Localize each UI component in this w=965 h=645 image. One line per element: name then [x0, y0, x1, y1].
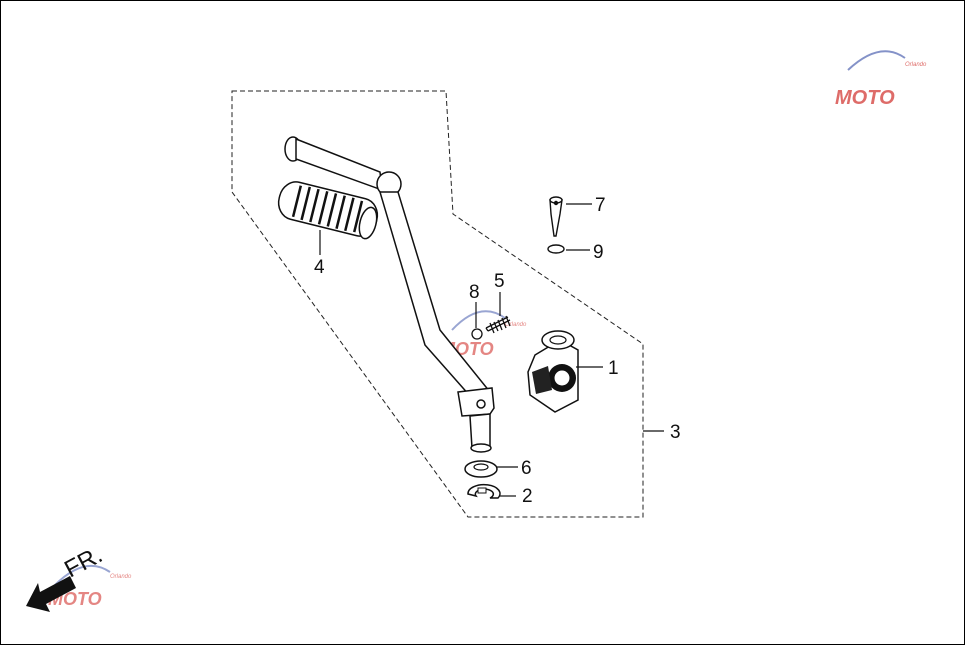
direction-label: FR. [60, 541, 107, 583]
callout-1: 1 [608, 358, 619, 379]
callout-3: 3 [670, 422, 681, 443]
washer-part-9 [547, 244, 565, 254]
callout-4: 4 [314, 257, 325, 278]
watermark-subtext: Orlando [505, 322, 527, 328]
kick-rubber-grip [277, 181, 379, 240]
callout-2: 2 [522, 486, 533, 507]
spring-part-5 [485, 315, 511, 334]
leader-lines [319, 203, 664, 497]
watermark-text: MOTO [835, 87, 895, 109]
callout-9: 9 [593, 242, 604, 263]
callout-8: 8 [469, 282, 480, 303]
watermark-subtext: Orlando [905, 62, 927, 68]
bolt-part-7 [549, 196, 563, 237]
washer-part-6 [464, 460, 498, 478]
callout-5: 5 [494, 271, 505, 292]
callout-7: 7 [595, 195, 606, 216]
kick-lever-arm [284, 136, 495, 453]
assembly-boundary [231, 90, 644, 518]
kick-boss-part-1 [527, 330, 579, 413]
callout-6: 6 [521, 458, 532, 479]
circlip-part-2 [467, 483, 501, 499]
watermark-subtext: Orlando [110, 574, 132, 580]
ball-part-8 [471, 328, 483, 340]
watermark-top-right: MOTO Orlando [835, 50, 927, 109]
front-direction-arrow-icon [26, 576, 76, 612]
